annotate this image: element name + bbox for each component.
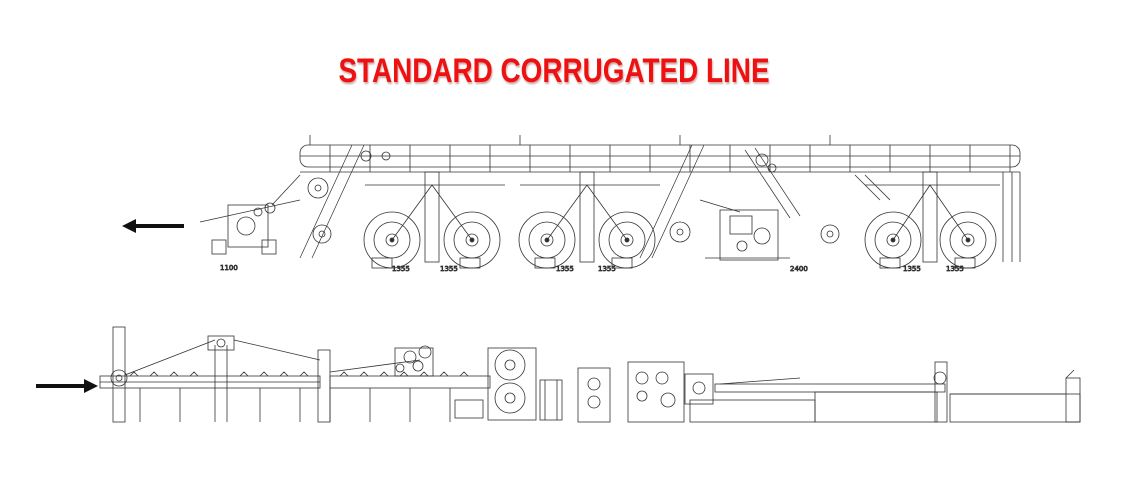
- dimension-label: 2400: [790, 265, 808, 273]
- upper-dimension-labels: 1100 1355 1355 1355 1355 2400 1355 1355: [220, 264, 965, 274]
- dimension-label: 1100: [220, 264, 238, 272]
- dimension-label: 1355: [946, 265, 964, 273]
- arrow-right-icon: [36, 379, 98, 393]
- upper-wet-end-drawing: [199, 135, 1021, 269]
- diagram-title: STANDARD CORRUGATED LINE: [338, 52, 770, 90]
- arrow-left-icon: [122, 219, 184, 233]
- dimension-label: 1355: [556, 265, 574, 273]
- dimension-label: 1355: [392, 265, 410, 273]
- dimension-label: 1355: [440, 265, 458, 273]
- dimension-label: 1355: [598, 265, 616, 273]
- lower-dry-end-drawing: [99, 326, 1081, 423]
- dimension-label: 1355: [903, 265, 921, 273]
